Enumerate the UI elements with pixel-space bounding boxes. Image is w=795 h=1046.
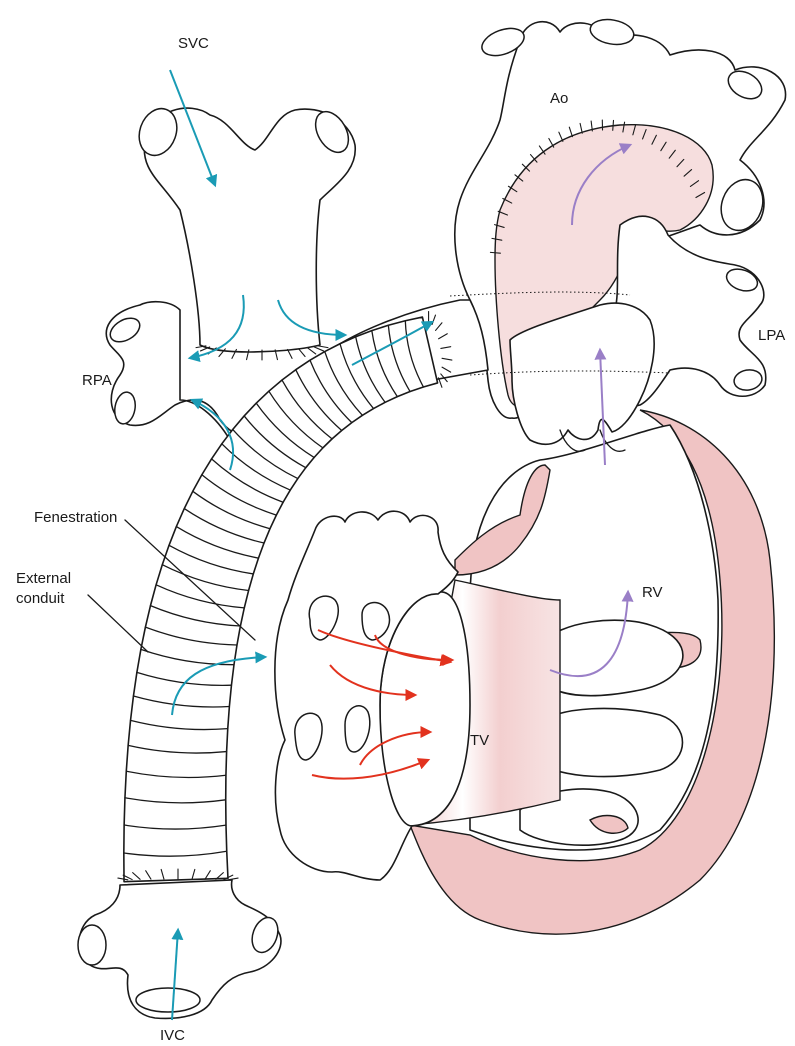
suture-mark [308,348,316,354]
label-ivc: IVC [160,1027,185,1044]
label-svc: SVC [178,35,209,52]
suture-mark [299,349,305,357]
ivc [78,880,282,1018]
tricuspid-valve [380,580,560,826]
suture-mark [314,347,323,351]
suture-mark [613,120,614,130]
label-rv: RV [642,584,663,601]
label-rpa: RPA [82,372,112,389]
suture-mark [318,346,328,348]
label-ao: Ao [550,90,568,107]
suture-mark [228,878,238,880]
external-conduit-leader [88,595,148,652]
label-tv: TV [470,732,489,749]
label-external-conduit-line2: conduit [16,590,65,607]
label-lpa: LPA [758,327,785,344]
label-external-conduit-line1: External [16,570,71,587]
label-fenestration: Fenestration [34,509,117,526]
